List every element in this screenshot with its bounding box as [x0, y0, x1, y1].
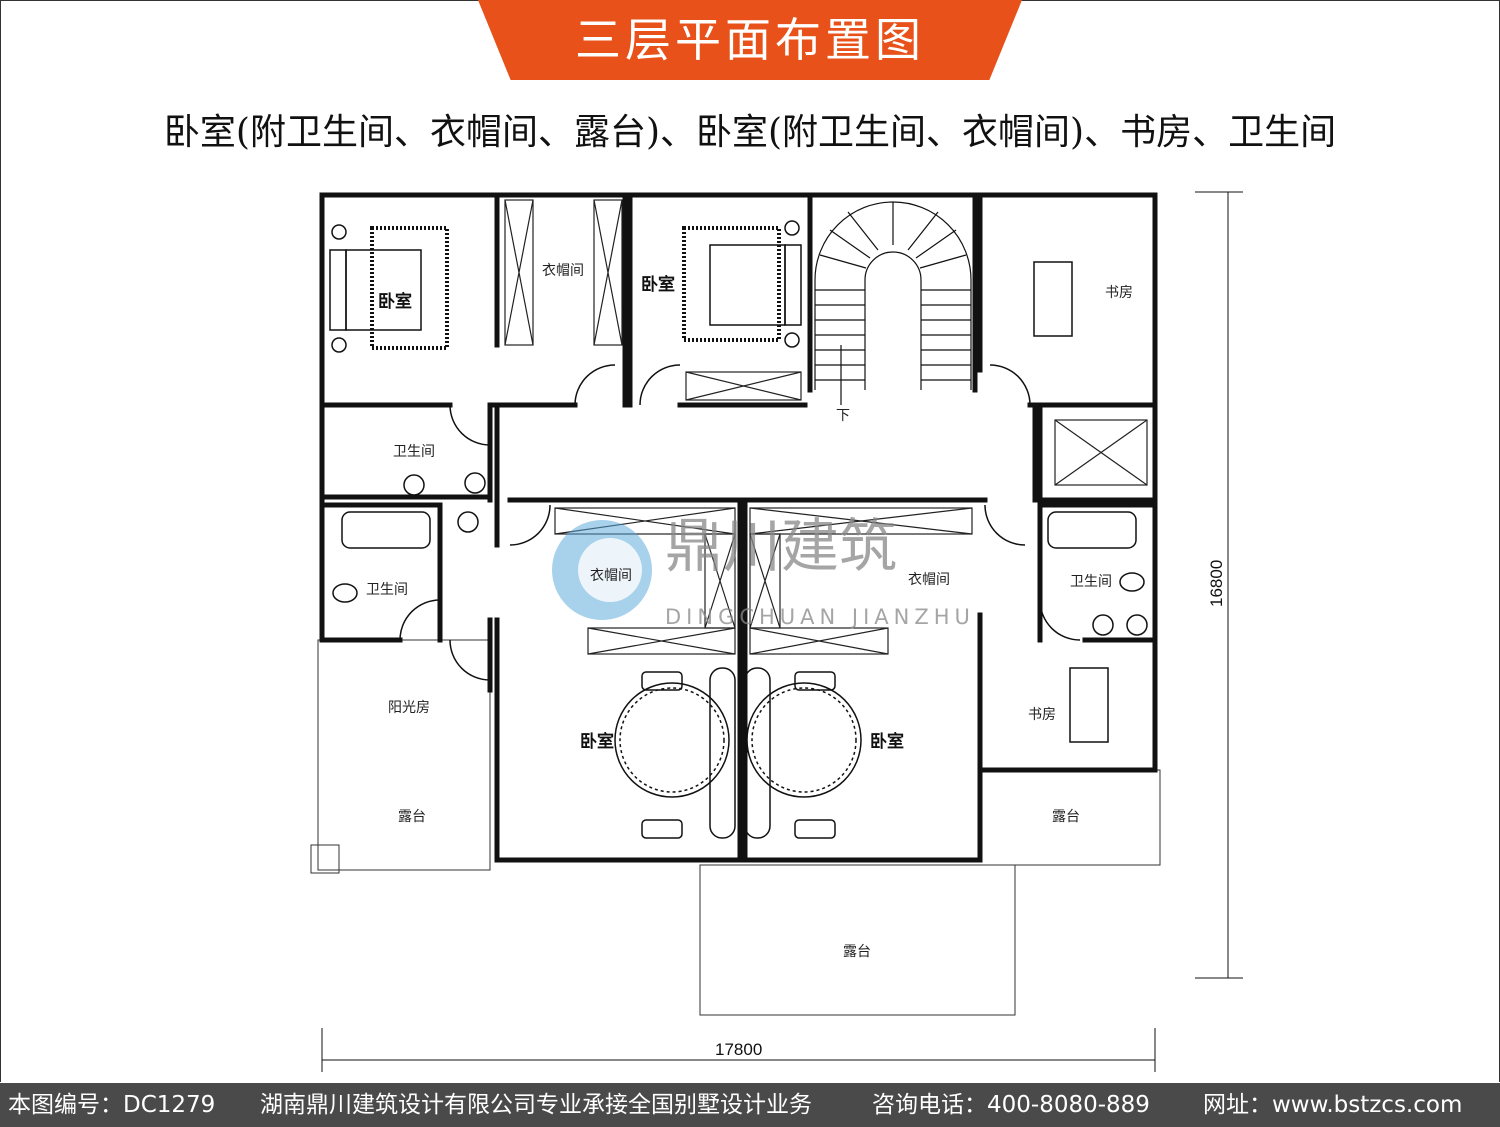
width-dimension: 17800: [715, 1040, 762, 1059]
room-label: 卧室: [580, 731, 614, 752]
page-title: 三层平面布置图: [575, 13, 925, 67]
room-label: 衣帽间: [542, 263, 584, 279]
room-label: 书房: [1028, 707, 1056, 723]
depth-dimension: 16800: [1207, 560, 1226, 607]
footer-bar: 本图编号：DC1279 湖南鼎川建筑设计有限公司专业承接全国别墅设计业务 咨询电…: [0, 1083, 1500, 1127]
room-label: 衣帽间: [590, 568, 632, 584]
room-label: 卫生间: [366, 582, 408, 598]
phone-number: 咨询电话：400-8080-889: [872, 1092, 1150, 1118]
stair-direction: 下: [836, 408, 850, 424]
room-label: 卧室: [378, 291, 412, 312]
watermark-logo: 鼎川建筑 DINGCHUAN JIANZHU: [552, 512, 975, 629]
watermark-name: 鼎川建筑: [665, 512, 897, 580]
company-info: 湖南鼎川建筑设计有限公司专业承接全国别墅设计业务: [260, 1092, 812, 1118]
drawing-number: 本图编号：DC1279: [8, 1092, 216, 1118]
room-label: 露台: [1052, 809, 1080, 825]
room-label: 露台: [398, 809, 426, 825]
wardrobe-units: [504, 199, 1148, 655]
title-banner: [478, 0, 1022, 80]
dimension-lines: [321, 191, 1243, 1072]
door-swings: [399, 364, 1081, 681]
room-label: 阳光房: [388, 700, 430, 716]
room-label: 卫生间: [1070, 574, 1112, 590]
room-label: 衣帽间: [908, 572, 950, 588]
room-label: 卧室: [641, 274, 675, 295]
furniture: [329, 220, 1148, 839]
website-link[interactable]: 网址：www.bstzcs.com: [1203, 1092, 1463, 1118]
room-label: 卧室: [870, 731, 904, 752]
room-summary: 卧室(附卫生间、衣帽间、露台)、卧室(附卫生间、衣帽间)、书房、卫生间: [163, 112, 1337, 153]
room-label: 书房: [1105, 285, 1133, 301]
walls: [319, 192, 1158, 863]
room-label: 卫生间: [393, 444, 435, 460]
floor-plan: 鼎川建筑 DINGCHUAN JIANZHU 卧室 衣帽间 卧室 下 书房 卫生…: [310, 191, 1243, 1072]
spiral-staircase: [814, 201, 972, 405]
room-label: 露台: [843, 944, 871, 960]
watermark-name-en: DINGCHUAN JIANZHU: [665, 605, 975, 629]
